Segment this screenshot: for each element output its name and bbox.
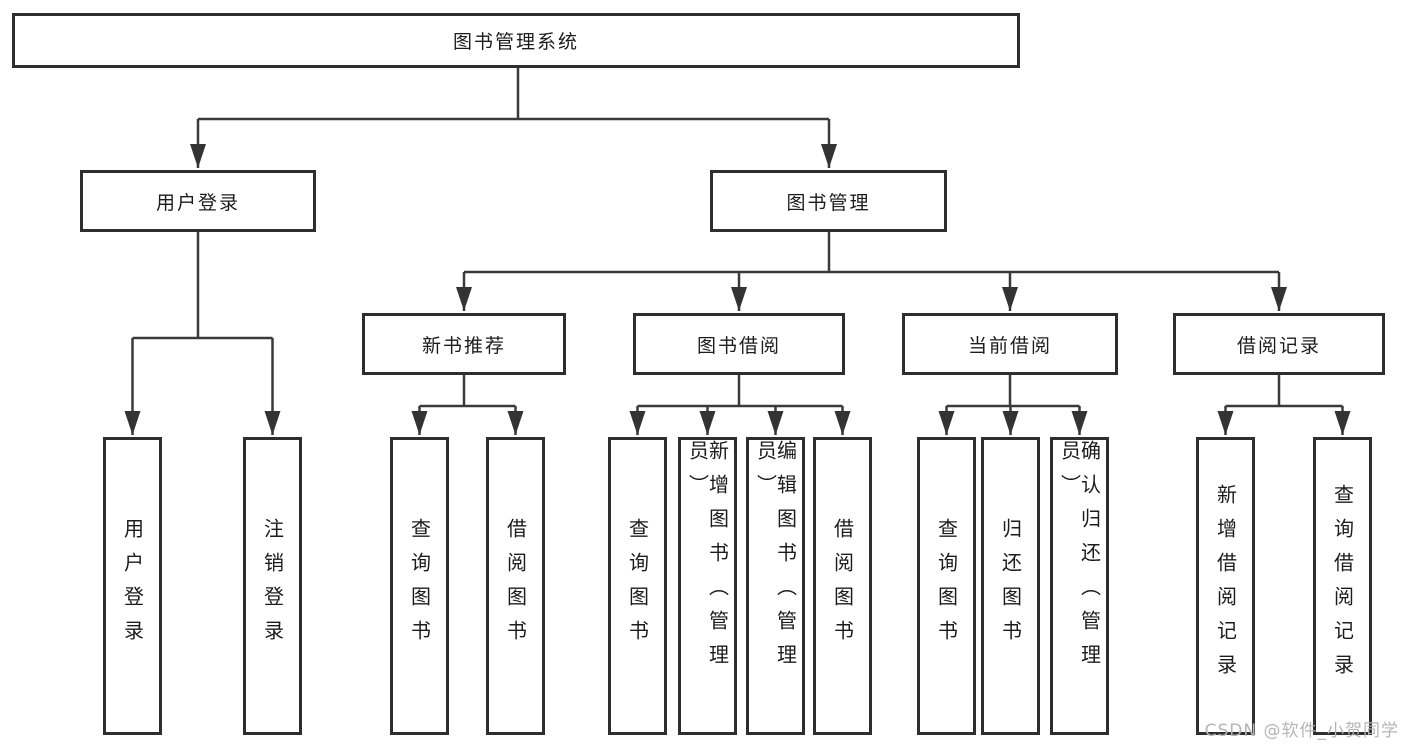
- node-edit-book-admin: 编辑图书（管理员）: [746, 437, 805, 735]
- node-label: 新增图书（管理员）: [685, 440, 730, 678]
- node-label: 编辑图书（管理员）: [753, 440, 798, 678]
- node-library-management-system: 图书管理系统: [12, 13, 1020, 68]
- node-user-login: 用户登录: [80, 170, 316, 232]
- node-label: 借阅图书: [830, 518, 855, 654]
- node-label: 查询借阅记录: [1330, 484, 1355, 688]
- node-query-books-recommendation: 查询图书: [390, 437, 449, 735]
- node-add-borrow-record: 新增借阅记录: [1196, 437, 1255, 735]
- node-label: 借阅记录: [1236, 334, 1321, 357]
- node-label: 新增借阅记录: [1213, 484, 1238, 688]
- node-label: 当前借阅: [967, 334, 1052, 357]
- node-query-books-borrowing: 查询图书: [608, 437, 667, 735]
- node-label: 新书推荐: [421, 334, 506, 357]
- node-logout: 注销登录: [243, 437, 302, 735]
- node-borrow-books-recommendation: 借阅图书: [486, 437, 545, 735]
- node-label: 借阅图书: [503, 518, 528, 654]
- node-query-borrow-record: 查询借阅记录: [1313, 437, 1372, 735]
- node-book-borrowing: 图书借阅: [633, 313, 845, 375]
- node-add-book-admin: 新增图书（管理员）: [678, 437, 737, 735]
- node-current-borrowing: 当前借阅: [902, 313, 1118, 375]
- node-label: 确认归还（管理员）: [1057, 440, 1102, 678]
- node-user-login-leaf: 用户登录: [103, 437, 162, 735]
- node-confirm-return-admin: 确认归还（管理员）: [1050, 437, 1109, 735]
- node-label: 图书管理系统: [452, 31, 579, 53]
- node-borrow-books-leaf: 借阅图书: [813, 437, 872, 735]
- node-book-management: 图书管理: [710, 170, 947, 232]
- node-query-books-current: 查询图书: [917, 437, 976, 735]
- node-label: 用户登录: [155, 191, 240, 214]
- node-borrowing-records: 借阅记录: [1173, 313, 1385, 375]
- node-return-books: 归还图书: [981, 437, 1040, 735]
- node-label: 查询图书: [407, 518, 432, 654]
- node-label: 查询图书: [625, 518, 650, 654]
- node-label: 图书管理: [786, 191, 871, 214]
- node-label: 用户登录: [120, 518, 145, 654]
- watermark: CSDN @软件_小贺同学: [1204, 721, 1399, 741]
- node-label: 归还图书: [998, 518, 1023, 654]
- node-label: 图书借阅: [696, 334, 781, 357]
- node-label: 注销登录: [260, 518, 285, 654]
- node-label: 查询图书: [934, 518, 959, 654]
- node-new-book-recommendation: 新书推荐: [362, 313, 566, 375]
